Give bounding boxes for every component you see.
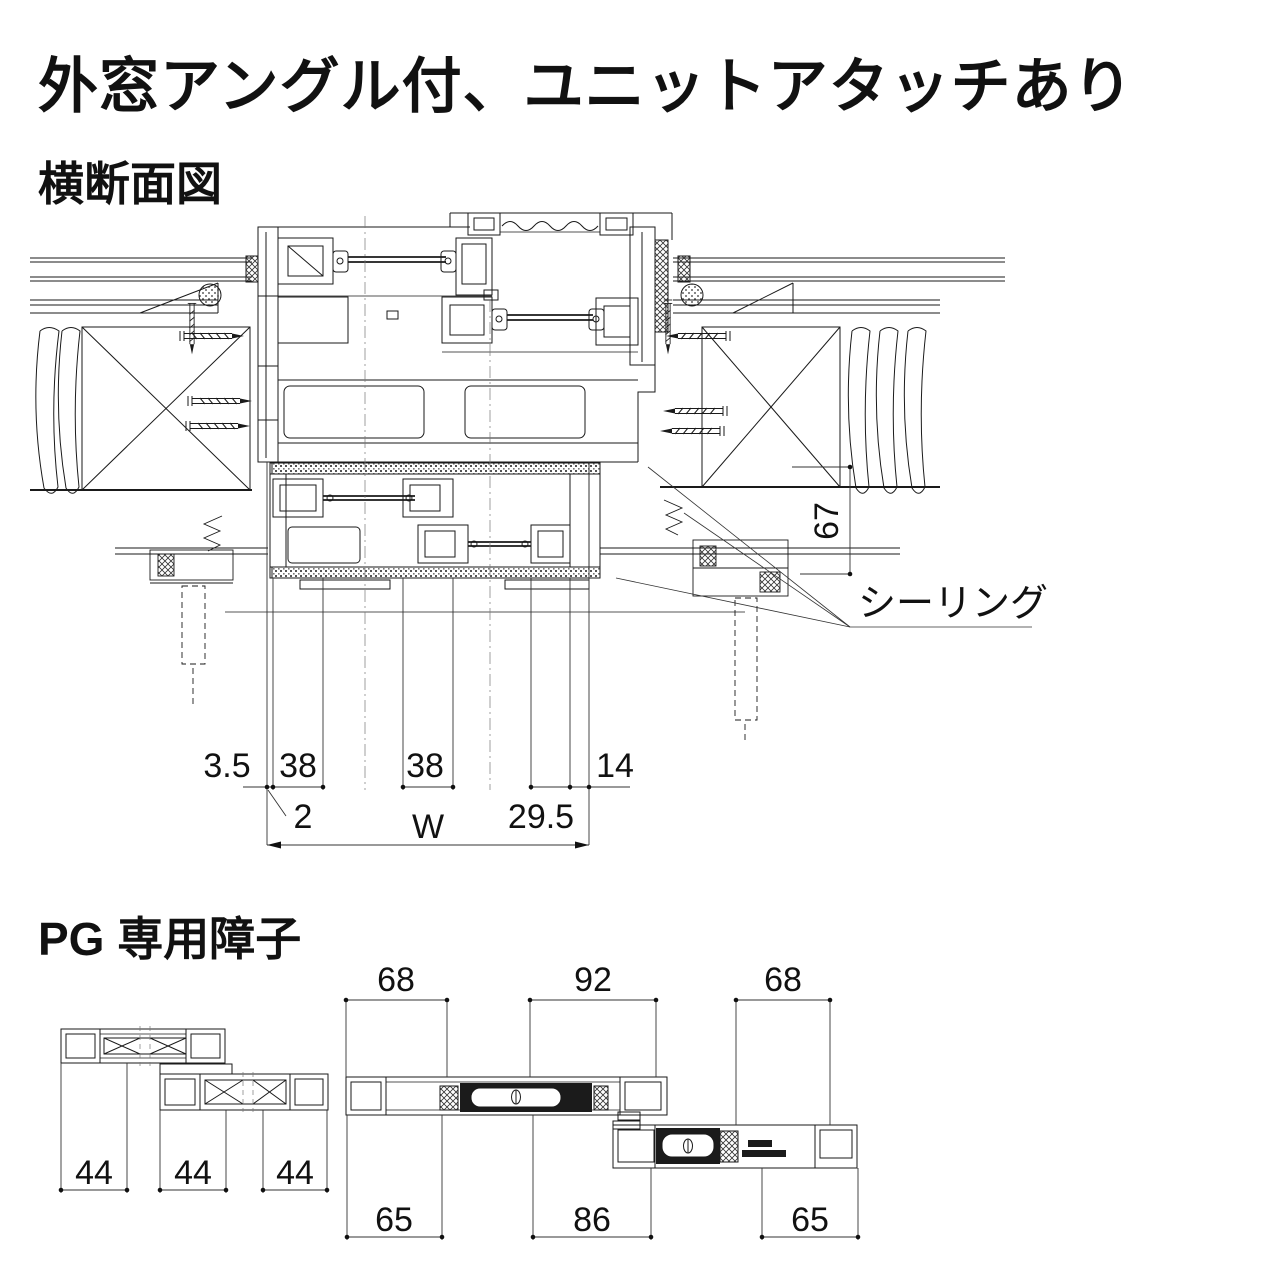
page-title: 外窓アングル付、ユニットアタッチあり <box>38 53 1134 120</box>
sill-right <box>663 499 789 740</box>
pg-dim-44-1: 44 <box>75 1154 113 1192</box>
pg-right-sash-pair: 68 92 68 65 86 65 <box>343 961 861 1240</box>
exterior-sash <box>277 237 499 301</box>
leader-dim-2 <box>267 789 287 817</box>
interior-sash <box>386 296 639 346</box>
seal-strip-left <box>245 255 259 283</box>
lock-keeper <box>386 310 399 320</box>
insulation-batt-left <box>35 327 60 494</box>
outer-window-frame <box>257 212 673 463</box>
lock-part <box>742 1150 786 1157</box>
pg-right-dimensions-bottom: 65 86 65 <box>344 1115 861 1240</box>
dim-3-5: 3.5 <box>203 747 250 785</box>
pg-dim-92: 92 <box>574 961 612 999</box>
pg-dim-44-2: 44 <box>174 1154 212 1192</box>
dim-14: 14 <box>596 747 634 785</box>
pg-right-upper-sash <box>345 1076 668 1121</box>
arrowhead <box>267 841 281 849</box>
pg-left-upper-sash <box>60 1026 226 1066</box>
unit-sash-right <box>287 524 571 564</box>
attach-profile <box>278 379 638 444</box>
pg-dim-86: 86 <box>573 1201 611 1239</box>
arrowhead <box>575 841 589 849</box>
pg-left-lower-sash <box>159 1063 329 1112</box>
gasket <box>439 1085 459 1111</box>
unit-jamb-right <box>569 473 590 568</box>
unit-window <box>269 462 601 590</box>
dim-w: W <box>412 808 444 846</box>
pg-dim-44-3: 44 <box>276 1154 314 1192</box>
wall-left <box>30 255 259 494</box>
dim-67: 67 <box>808 502 846 540</box>
sealing-label: シーリング <box>858 583 1048 625</box>
gasket-zigzag <box>663 499 684 536</box>
jamb-right <box>629 226 669 462</box>
sealing-annotation: シーリング <box>615 466 1048 628</box>
insect-screen <box>449 212 673 240</box>
section-title-cross-section: 横断面図 <box>38 158 222 210</box>
gasket-zigzag <box>202 515 223 552</box>
unit-jamb-left <box>269 473 287 568</box>
pg-dim-65-right: 65 <box>791 1201 829 1239</box>
backer-rod-right <box>680 283 704 307</box>
unit-attach-seal-band-bottom <box>271 566 601 579</box>
gasket <box>593 1085 609 1111</box>
gasket <box>719 1130 739 1163</box>
screws-left <box>179 299 253 432</box>
unit-sash-left <box>272 478 454 518</box>
dimensions-horizontal: 3.5 38 38 14 2 29.5 W <box>203 462 634 849</box>
pg-left-dimensions: 44 44 44 <box>58 1063 330 1193</box>
pg-left-sash-pair: 44 44 44 <box>58 1026 330 1193</box>
seal-strip-right <box>677 255 691 283</box>
dimension-dots <box>264 784 592 790</box>
interior-sills <box>115 216 900 790</box>
unit-attach-seal-band-top <box>271 462 601 475</box>
pg-dim-68-left: 68 <box>377 961 415 999</box>
dim-38-right: 38 <box>406 747 444 785</box>
pg-dim-65-left: 65 <box>375 1201 413 1239</box>
pg-right-dimensions-top: 68 92 68 <box>343 961 833 1125</box>
dim-29-5: 29.5 <box>508 798 574 836</box>
dim-38-left: 38 <box>279 747 317 785</box>
screws-right <box>659 299 731 437</box>
dimension-67: 67 <box>792 464 853 577</box>
jamb-left <box>257 226 279 463</box>
section-title-pg-sash: PG 専用障子 <box>38 913 302 965</box>
pg-right-lower-sash <box>612 1120 858 1169</box>
wall-right <box>659 255 1005 494</box>
sill-left <box>149 515 234 706</box>
interlock-hook <box>617 1111 641 1121</box>
lock-part <box>748 1140 772 1147</box>
pg-dim-68-right: 68 <box>764 961 802 999</box>
dim-2: 2 <box>294 798 313 836</box>
backer-rod-left <box>198 283 222 307</box>
